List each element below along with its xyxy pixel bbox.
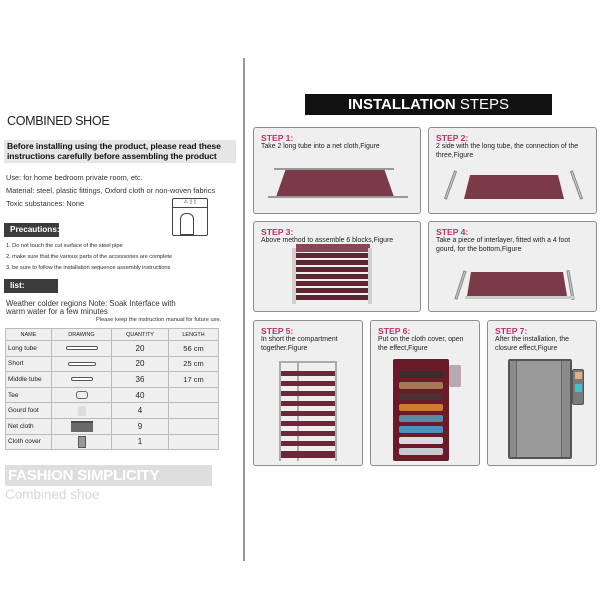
step-title: STEP 2: <box>436 133 469 143</box>
step-5-card: STEP 5: In short the compartment togethe… <box>253 320 363 466</box>
step-title: STEP 7: <box>495 326 528 336</box>
part-name: Cloth cover <box>5 433 52 451</box>
table-row: Cloth cover 1 <box>5 433 219 451</box>
part-length <box>168 402 219 419</box>
step-description: Take a piece of interlayer, fitted with … <box>436 237 571 253</box>
part-name: Short <box>5 355 52 373</box>
step-6-card: STEP 6: Put on the cloth cover, open the… <box>370 320 480 466</box>
step-title: STEP 5: <box>261 326 294 336</box>
step-7-card: STEP 7: After the installation, the clos… <box>487 320 597 466</box>
part-name: Middle tube <box>5 371 52 388</box>
usage-text: Use: for home bedroom private room, etc. <box>6 173 143 182</box>
short-tube-drawing-icon <box>51 355 112 373</box>
open-cloth-cover-rack-image <box>393 359 449 461</box>
read-instructions-notice: Before installing using the product, ple… <box>4 140 236 163</box>
step-description: In short the compartment together.Figure <box>261 336 338 352</box>
steel-pipe-warning-icon: ⚠ ▯ ▯ <box>172 198 208 236</box>
step-description: Above method to assemble 6 blocks,Figure <box>261 237 394 244</box>
combined-shoe-subtitle: Combined shoe <box>5 487 100 502</box>
part-quantity: 40 <box>111 386 169 404</box>
stacked-shelves-image <box>292 244 372 308</box>
step-title: STEP 3: <box>261 227 294 237</box>
table-row: Middle tube 36 17 cm <box>5 371 219 388</box>
gourd-foot-drawing-icon <box>51 402 112 419</box>
material-text: Material: steel, plastic fittings, Oxfor… <box>6 186 216 195</box>
precaution-item: 1. Do not touch the cut surface of the s… <box>6 243 123 249</box>
banner-bold-text: INSTALLATION <box>347 96 456 113</box>
part-name: Tee <box>5 386 52 404</box>
side-pocket-image <box>449 365 461 387</box>
vertical-divider <box>243 58 245 561</box>
long-tube-drawing-icon <box>51 340 112 357</box>
open-shoe-rack-image <box>279 361 337 461</box>
part-length <box>168 386 219 404</box>
table-row: Short 20 25 cm <box>5 355 219 373</box>
precautions-label: Precautions: <box>4 223 60 237</box>
instruction-info-panel: COMBINED SHOE Before installing using th… <box>0 0 238 600</box>
part-quantity: 20 <box>111 340 169 357</box>
part-name: Gourd foot <box>5 402 52 419</box>
middle-tube-drawing-icon <box>51 371 112 388</box>
part-length <box>168 417 219 435</box>
table-header-row: NAME DRAWING QUANTITY LENGTH <box>5 328 219 341</box>
col-header-name: NAME <box>5 328 52 341</box>
weather-note: Weather colder regions Note: Soak Interf… <box>6 299 176 316</box>
closed-cloth-cover-rack-image <box>508 359 572 459</box>
table-row: Tee 40 <box>5 386 219 404</box>
product-title: COMBINED SHOE <box>7 114 110 128</box>
part-length: 25 cm <box>168 355 219 373</box>
step-description: 2 side with the long tube, the connectio… <box>436 143 579 159</box>
step-description: Put on the cloth cover, open the effect,… <box>378 336 464 352</box>
part-quantity: 36 <box>111 371 169 388</box>
part-length: 56 cm <box>168 340 219 357</box>
fashion-simplicity-banner: FASHION SIMPLICITY <box>5 465 212 486</box>
step-1-card: STEP 1: Take 2 long tube into a net clot… <box>253 127 421 214</box>
keep-manual-note: Please keep the instruction manual for f… <box>96 317 222 323</box>
list-label: list: <box>4 279 58 293</box>
step-2-card: STEP 2: 2 side with the long tube, the c… <box>428 127 597 214</box>
tee-connector-drawing-icon <box>51 386 112 404</box>
part-length: 17 cm <box>168 371 219 388</box>
side-pocket-image <box>572 369 584 405</box>
part-name: Long tube <box>5 340 52 357</box>
col-header-quantity: QUANTITY <box>111 328 169 341</box>
cloth-cover-drawing-icon <box>51 433 112 451</box>
col-header-drawing: DRAWING <box>51 328 112 341</box>
table-row: Net cloth 9 <box>5 417 219 435</box>
part-quantity: 4 <box>111 402 169 419</box>
step-3-card: STEP 3: Above method to assemble 6 block… <box>253 221 421 312</box>
step-title: STEP 6: <box>378 326 411 336</box>
installation-steps-banner: INSTALLATION STEPS <box>305 94 552 115</box>
step-title: STEP 4: <box>436 227 469 237</box>
col-header-length: LENGTH <box>168 328 219 341</box>
table-row: Gourd foot 4 <box>5 402 219 419</box>
step-description: After the installation, the closure effe… <box>495 336 569 352</box>
part-quantity: 20 <box>111 355 169 373</box>
banner-light-text: STEPS <box>455 96 510 113</box>
part-quantity: 1 <box>111 433 169 451</box>
precaution-item: 2, make sure that the various parts of t… <box>6 254 173 260</box>
net-cloth-drawing-icon <box>51 417 112 435</box>
step-description: Take 2 long tube into a net cloth,Figure <box>261 143 380 150</box>
part-quantity: 9 <box>111 417 169 435</box>
toxic-text: Toxic substances: None <box>6 199 85 208</box>
step-title: STEP 1: <box>261 133 294 143</box>
step-4-card: STEP 4: Take a piece of interlayer, fitt… <box>428 221 597 312</box>
precaution-item: 3, be sure to follow the installation se… <box>6 265 171 271</box>
parts-list-table: NAME DRAWING QUANTITY LENGTH Long tube 2… <box>5 328 219 451</box>
table-row: Long tube 20 56 cm <box>5 340 219 357</box>
part-name: Net cloth <box>5 417 52 435</box>
installation-steps-panel: INSTALLATION STEPS STEP 1: Take 2 long t… <box>250 0 600 600</box>
part-length <box>168 433 219 451</box>
